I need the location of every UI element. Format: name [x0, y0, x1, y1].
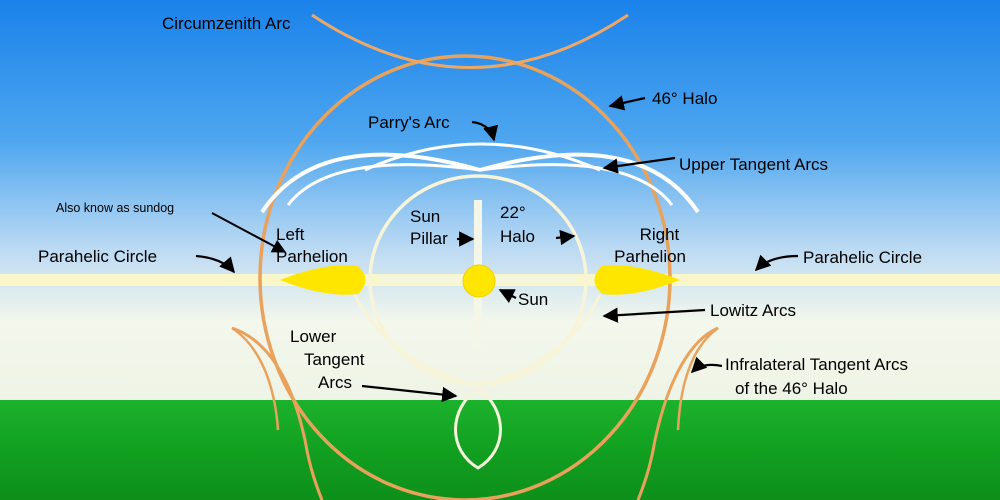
label-circumzenith-arc: Circumzenith Arc [162, 14, 291, 33]
arrow-22-halo [555, 229, 576, 246]
arrow-parrys-arc [471, 120, 499, 142]
label-left-parhelion-line2: Parhelion [276, 247, 348, 266]
label-46-halo: 46° Halo [652, 89, 717, 108]
arrow-46-halo [608, 95, 646, 111]
label-lower-tangent-arcs: Lower Tangent Arcs [290, 327, 369, 392]
label-also-known-as: Also know as sundog [56, 201, 174, 215]
label-sun-pillar: Sun Pillar [410, 207, 448, 248]
circumzenith-arc [311, 13, 629, 69]
label-right-parhelion-line1: Right [640, 225, 680, 244]
arrow-infralateral [690, 356, 723, 374]
label-22-halo-line1: 22° [500, 203, 526, 222]
label-parhelic-circle-left: Parahelic Circle [38, 247, 157, 266]
left-parhelion [280, 265, 366, 295]
label-sun-pillar-line1: Sun [410, 207, 440, 226]
lowitz-arc-left [353, 294, 471, 386]
label-infralateral-line1: Infralateral Tangent Arcs [725, 355, 908, 374]
label-lower-tangent-line1: Lower [290, 327, 337, 346]
label-22-halo-line2: Halo [500, 227, 535, 246]
arrow-lowitz [602, 307, 706, 323]
label-left-parhelion: Left Parhelion [276, 225, 348, 266]
arrow-lower-tangent [361, 384, 458, 403]
label-lower-tangent-line2: Tangent [304, 350, 365, 369]
upper-tangent-arc-right [479, 152, 700, 214]
label-infralateral-line2: of the 46° Halo [735, 379, 848, 398]
label-parrys-arc: Parry's Arc [368, 113, 450, 132]
arrow-parhelic-right [754, 254, 799, 272]
label-right-parhelion: Right Parhelion [614, 225, 686, 266]
sun-disc [462, 264, 496, 298]
infralateral-arc-left [231, 326, 324, 500]
arrow-parhelic-left [195, 254, 236, 274]
upper-tangent-arc-left-2 [286, 163, 481, 206]
arrow-upper-tangent [602, 156, 676, 174]
label-right-parhelion-line2: Parhelion [614, 247, 686, 266]
infralateral-arc-right-b [676, 326, 719, 431]
ground [0, 400, 1000, 500]
label-lower-tangent-line3: Arcs [318, 373, 352, 392]
label-infralateral-arcs: Infralateral Tangent Arcs of the 46° Hal… [725, 355, 913, 398]
label-22-halo: 22° Halo [500, 203, 535, 246]
label-left-parhelion-line1: Left [276, 225, 305, 244]
label-lowitz-arcs: Lowitz Arcs [710, 301, 796, 320]
arrow-sun [498, 289, 517, 304]
label-sun-pillar-line2: Pillar [410, 229, 448, 248]
lowitz-arc-right [485, 294, 602, 386]
lower-tangent-arcs [454, 386, 502, 470]
infralateral-arc-right [636, 326, 719, 500]
label-upper-tangent-arcs: Upper Tangent Arcs [679, 155, 828, 174]
label-parhelic-circle-right: Parahelic Circle [803, 248, 922, 267]
halo-22 [368, 174, 588, 386]
parrys-arc [364, 142, 601, 172]
label-sun: Sun [518, 290, 548, 309]
right-parhelion [594, 265, 680, 295]
arrow-sundog [211, 212, 287, 253]
infralateral-arc-left-b [231, 326, 280, 431]
upper-tangent-arc-left [260, 152, 481, 214]
